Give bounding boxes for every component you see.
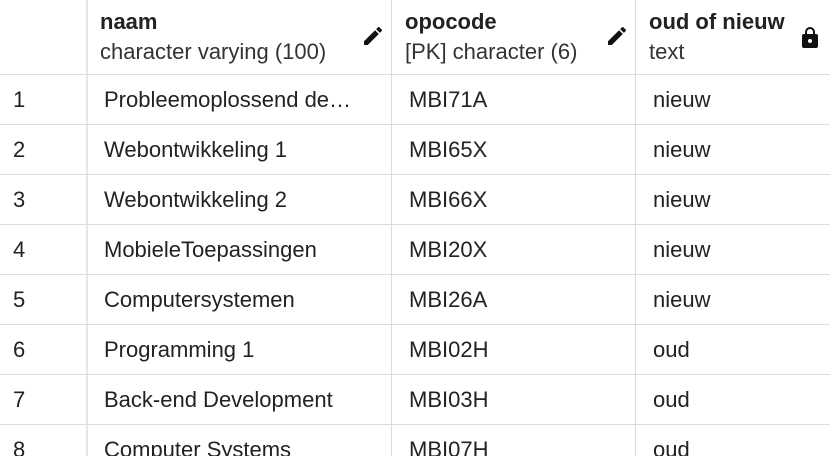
cell-text: Webontwikkeling 1 [104,136,288,162]
cell-text: Computer Systems [104,436,292,456]
cell-text: Programming 1 [104,336,255,362]
table-row[interactable]: 5 Computersystemen MBI26A nieuw [0,275,830,325]
cell-oud-of-nieuw[interactable]: oud [653,436,690,456]
table-row[interactable]: 8 Computer Systems MBI07H oud [0,425,830,456]
cell-text: Probleemoplossend de… [104,86,352,112]
cell-naam[interactable]: Back-end Development [88,375,392,424]
table-row[interactable]: 7 Back-end Development MBI03H oud [0,375,830,425]
cell-naam[interactable]: Webontwikkeling 1 [88,125,392,174]
cell-text: Webontwikkeling 2 [104,186,288,212]
table-row[interactable]: 4 MobieleToepassingen MBI20X nieuw [0,225,830,275]
column-header-oud-of-nieuw[interactable]: oud of nieuw text [636,0,830,74]
cell-naam[interactable]: Computer Systems [88,425,392,456]
row-number[interactable]: 2 [0,125,88,174]
row-number[interactable]: 7 [0,375,88,424]
cell-oud-of-nieuw[interactable]: nieuw [653,86,711,112]
cell-oud-of-nieuw[interactable]: nieuw [653,136,711,162]
column-type: character varying (100) [100,39,327,64]
cell-oud-of-nieuw[interactable]: nieuw [653,186,711,212]
row-number[interactable]: 6 [0,325,88,374]
cell-naam[interactable]: Webontwikkeling 2 [88,175,392,224]
pencil-icon[interactable] [361,24,385,48]
cell-text: Computersystemen [104,286,295,312]
cell-naam[interactable]: MobieleToepassingen [88,225,392,274]
cell-oud-of-nieuw[interactable]: nieuw [653,286,711,312]
cell-text: Back-end Development [104,386,333,412]
row-number[interactable]: 8 [0,425,88,456]
cell-text: MobieleToepassingen [104,236,317,262]
cell-opocode[interactable]: MBI20X [392,225,636,274]
cell-oud-of-nieuw[interactable]: nieuw [653,236,711,262]
cell-opocode[interactable]: MBI03H [392,375,636,424]
pencil-icon[interactable] [605,24,629,48]
table-row[interactable]: 1 Probleemoplossend de… MBI71A nieuw [0,75,830,125]
cell-naam[interactable]: Computersystemen [88,275,392,324]
cell-opocode[interactable]: MBI07H [392,425,636,456]
column-header-opocode[interactable]: opocode [PK] character (6) [392,0,636,74]
cell-naam[interactable]: Programming 1 [88,325,392,374]
table-row[interactable]: 2 Webontwikkeling 1 MBI65X nieuw [0,125,830,175]
cell-opocode[interactable]: MBI66X [392,175,636,224]
column-type: text [649,39,685,64]
cell-opocode[interactable]: MBI65X [392,125,636,174]
cell-opocode[interactable]: MBI26A [392,275,636,324]
column-type: [PK] character (6) [405,39,578,64]
cell-opocode[interactable]: MBI71A [392,75,636,124]
lock-icon [802,27,818,48]
row-number[interactable]: 5 [0,275,88,324]
header-row: naam character varying (100) opocode [PK… [0,0,830,75]
row-number-header[interactable] [0,0,88,74]
cell-opocode[interactable]: MBI02H [392,325,636,374]
row-number[interactable]: 3 [0,175,88,224]
row-number[interactable]: 4 [0,225,88,274]
cell-oud-of-nieuw[interactable]: oud [653,386,690,412]
column-header-naam[interactable]: naam character varying (100) [88,0,392,74]
table-row[interactable]: 6 Programming 1 MBI02H oud [0,325,830,375]
column-name: oud of nieuw [649,9,785,34]
column-name: naam [100,9,158,34]
column-name: opocode [405,9,497,34]
table-row[interactable]: 3 Webontwikkeling 2 MBI66X nieuw [0,175,830,225]
cell-naam[interactable]: Probleemoplossend de… [88,75,392,124]
cell-oud-of-nieuw[interactable]: oud [653,336,690,362]
row-number[interactable]: 1 [0,75,88,124]
